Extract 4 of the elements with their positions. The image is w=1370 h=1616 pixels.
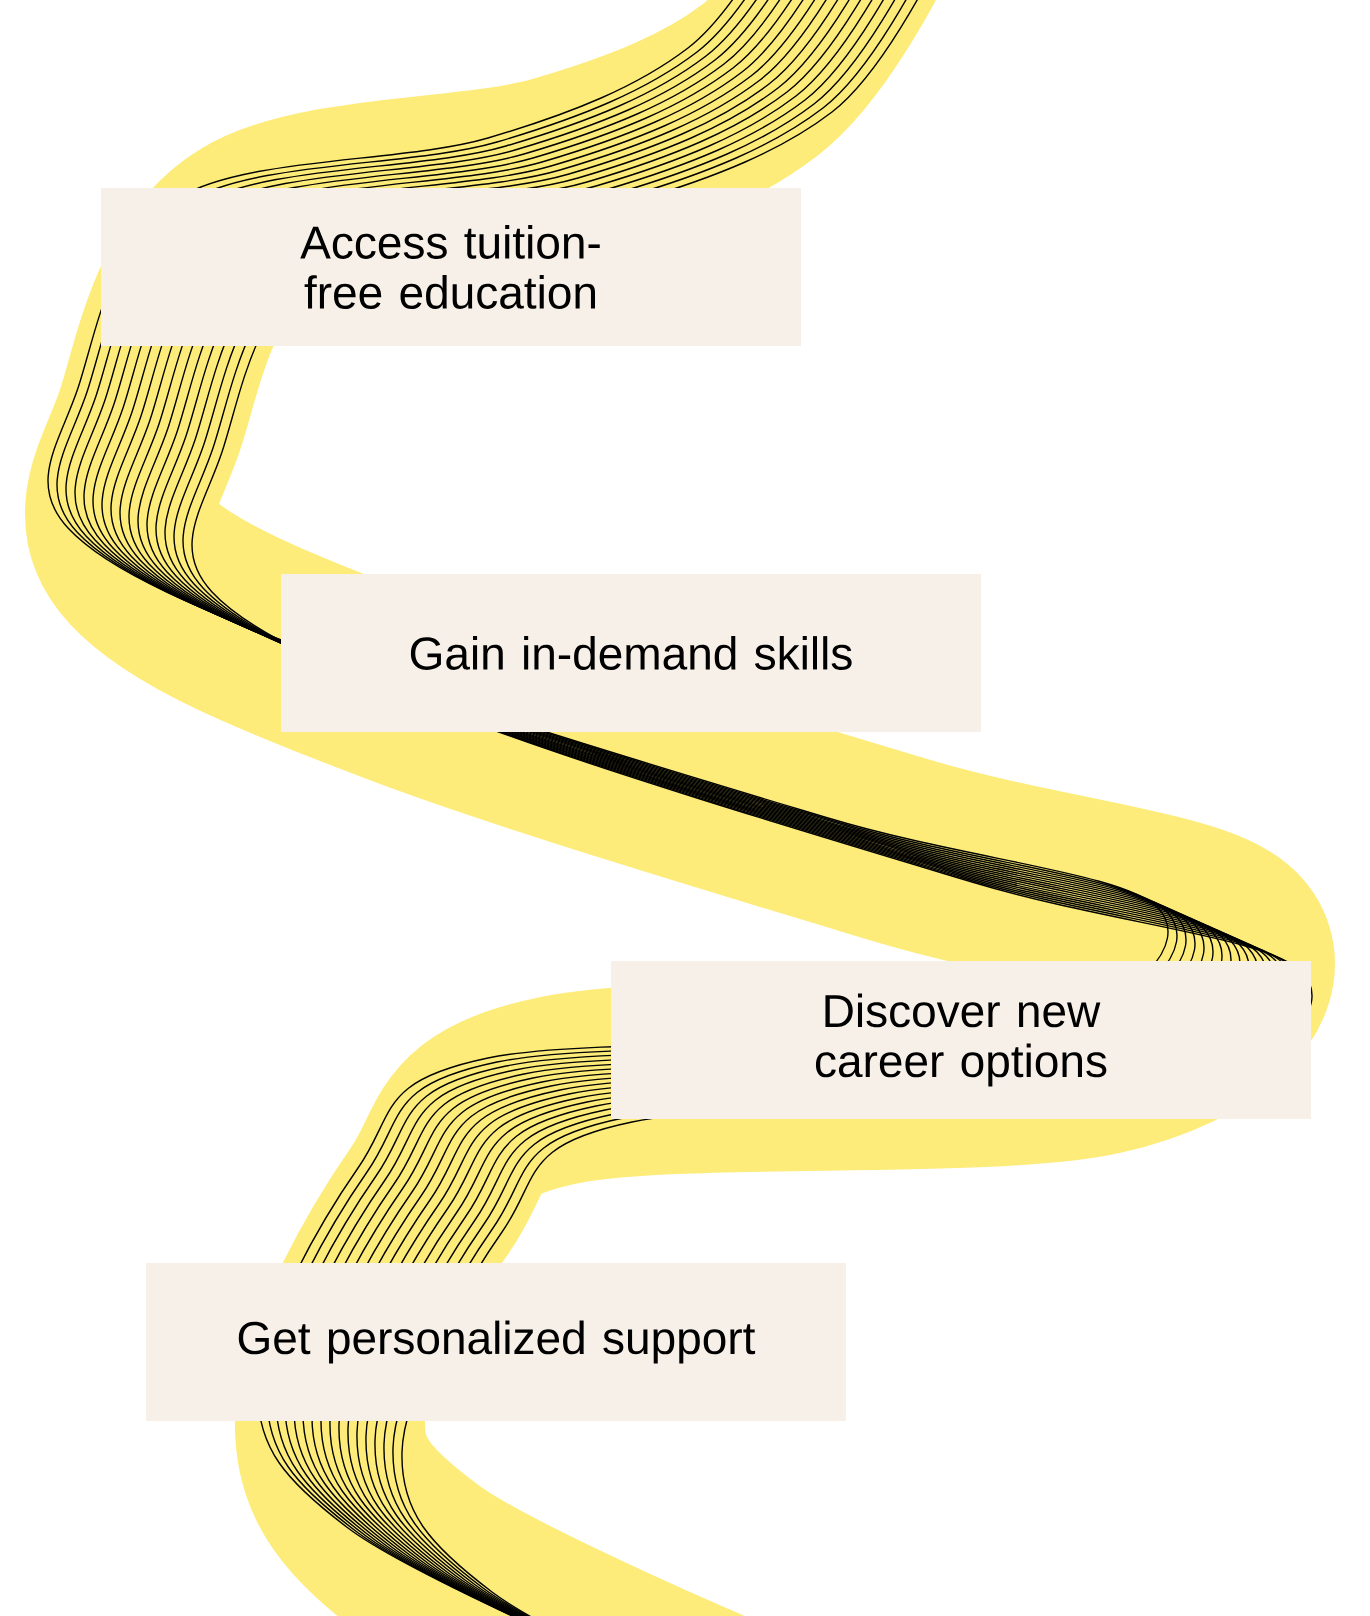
step-box: Gain in-demand skills: [281, 574, 981, 732]
step-box: Discover new career options: [611, 961, 1311, 1119]
step-box: Access tuition-free education: [101, 188, 801, 346]
step-box: Get personalized support: [146, 1263, 846, 1421]
